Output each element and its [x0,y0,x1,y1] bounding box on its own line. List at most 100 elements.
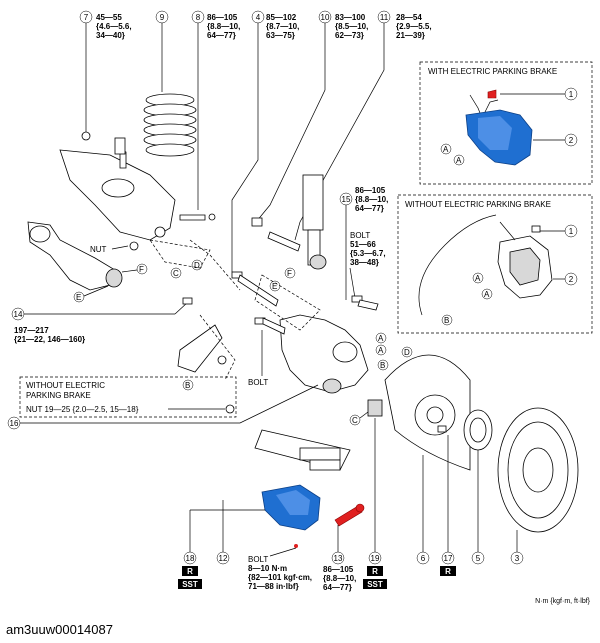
callout-1-right: 1 [540,224,578,238]
callout-2-right: 2 [553,272,578,286]
svg-text:64—77}: 64—77} [355,204,384,213]
svg-text:64—77}: 64—77} [323,583,352,592]
dust-shield [384,354,471,471]
svg-text:B: B [444,316,449,325]
without-epb-nut-box: WITHOUT ELECTRIC PARKING BRAKE NUT 19—25… [19,376,237,418]
svg-text:{8.8—10,: {8.8—10, [207,22,240,31]
svg-text:A: A [378,334,384,343]
svg-text:C: C [352,416,358,425]
svg-text:17: 17 [444,554,453,563]
callout-5: 5 [471,450,485,565]
coil-spring [143,93,197,157]
svg-text:5: 5 [476,554,481,563]
svg-text:A: A [443,145,449,154]
callout-18: 18 R SST [178,509,265,589]
svg-text:SST: SST [367,580,383,589]
callout-6: 6 [416,455,430,565]
nut-label: NUT [90,241,139,254]
callout-2-top: 2 [533,133,578,147]
callout-7: 7 45—55 {4.6—5.6, 34—40} [79,10,132,136]
callout-1-top: 1 [500,87,578,101]
callout-15: 15 86—105 {8.8—10, 64—77} BOLT 51—66 {5.… [339,186,388,300]
svg-text:WITH ELECTRIC PARKING BRAKE: WITH ELECTRIC PARKING BRAKE [428,67,557,76]
svg-text:51—66: 51—66 [350,240,376,249]
svg-text:63—75}: 63—75} [266,31,295,40]
svg-text:A: A [475,274,481,283]
svg-text:6: 6 [421,554,426,563]
svg-text:R: R [372,567,378,576]
bolt-12-dot [294,544,298,548]
callout-3: 3 [510,530,524,565]
lower-control-arm [59,131,216,269]
hub-bolt [437,425,447,433]
svg-text:A: A [378,346,384,355]
svg-text:B: B [185,381,190,390]
svg-text:86—105: 86—105 [207,13,238,22]
svg-text:18: 18 [186,554,195,563]
svg-text:B: B [380,361,385,370]
svg-text:A: A [456,156,462,165]
svg-text:85—102: 85—102 [266,13,297,22]
splash-shield-highlight [261,484,321,531]
lower-link [254,429,351,471]
r-badge-19 [367,566,383,576]
svg-text:13: 13 [334,554,343,563]
callout-17: 17 R [440,435,456,576]
svg-text:4: 4 [256,13,261,22]
svg-text:{8.7—10,: {8.7—10, [266,22,299,31]
svg-text:PARKING BRAKE: PARKING BRAKE [26,391,91,400]
bolt-13-highlight [334,503,365,527]
label-c: C [173,269,179,278]
svg-text:8—10 N·m: 8—10 N·m [248,564,287,573]
svg-text:8: 8 [196,13,201,22]
svg-text:28—54: 28—54 [396,13,422,22]
callout-10: 10 83—100 {8.5—10, 62—73} [255,10,368,223]
svg-text:NUT: NUT [90,245,107,254]
unit-note: N·m {kgf·m, ft·lbf} [535,598,591,605]
callout-19: 19 R SST [363,418,387,589]
upper-control-arm [27,221,123,291]
svg-text:BOLT: BOLT [350,231,370,240]
svg-text:F: F [287,269,292,278]
svg-text:62—73}: 62—73} [335,31,364,40]
trailing-link [177,314,236,381]
without-epb-box: WITHOUT ELECTRIC PARKING BRAKE [397,194,593,334]
svg-text:E: E [272,282,277,291]
svg-text:{8.5—10,: {8.5—10, [335,22,368,31]
svg-text:R: R [187,567,193,576]
svg-text:83—100: 83—100 [335,13,366,22]
callout-12: 12 BOLT 8—10 N·m {82—101 kgf·cm, 71—88 i… [216,500,312,591]
svg-text:38—48}: 38—48} [350,258,379,267]
svg-text:86—105: 86—105 [323,565,354,574]
svg-text:WITHOUT ELECTRIC: WITHOUT ELECTRIC [26,381,105,390]
svg-text:19: 19 [371,554,380,563]
svg-text:16: 16 [10,419,19,428]
svg-text:{82—101 kgf·cm,: {82—101 kgf·cm, [248,573,312,582]
svg-text:64—77}: 64—77} [207,31,236,40]
svg-text:SST: SST [182,580,198,589]
svg-text:{4.6—5.6,: {4.6—5.6, [96,22,132,31]
svg-text:7: 7 [84,13,89,22]
svg-text:1: 1 [569,90,574,99]
svg-text:45—55: 45—55 [96,13,122,22]
svg-text:34—40}: 34—40} [96,31,125,40]
figure-id: am3uuw00014087 [6,622,113,637]
svg-text:BOLT: BOLT [248,555,268,564]
svg-text:197—217: 197—217 [14,326,49,335]
svg-text:{2.9—5.5,: {2.9—5.5, [396,22,432,31]
callout-13: 13 86—105 {8.8—10, 64—77} [323,525,356,592]
svg-text:12: 12 [219,554,228,563]
svg-text:{5.3—6.7,: {5.3—6.7, [350,249,386,258]
with-epb-box: WITH ELECTRIC PARKING BRAKE [419,61,593,185]
svg-text:3: 3 [515,554,520,563]
svg-text:D: D [404,348,410,357]
sst-badge-19 [363,579,387,589]
svg-text:71—88 in·lbf}: 71—88 in·lbf} [248,582,299,591]
r-badge-18 [182,566,198,576]
label-d: D [194,261,200,270]
bolt-label-center: BOLT [248,378,268,387]
callout-4: 4 85—102 {8.7—10, 63—75} [231,10,299,272]
label-e: E [76,293,81,302]
svg-text:{8.8—10,: {8.8—10, [355,195,388,204]
svg-text:NUT 19—25 {2.0—2.5, 15—18}: NUT 19—25 {2.0—2.5, 15—18} [26,405,139,414]
